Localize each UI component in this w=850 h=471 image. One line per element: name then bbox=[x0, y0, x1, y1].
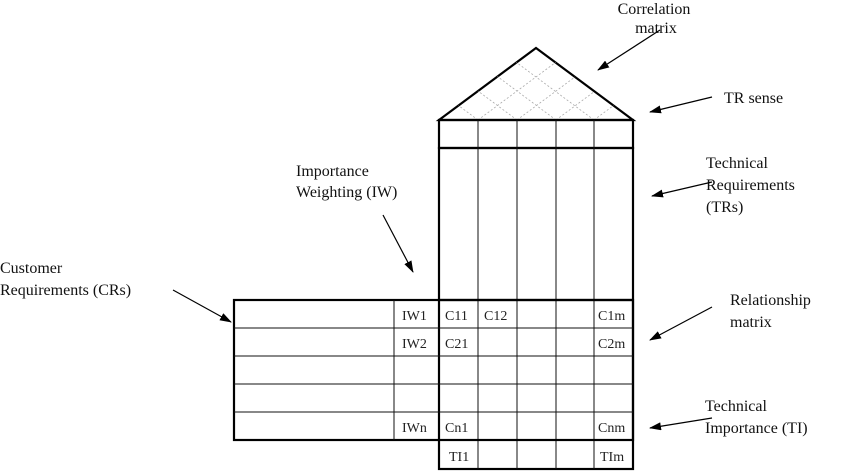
roof-grid-line bbox=[458, 105, 479, 121]
technical-importance-label: Technical Importance (TI) bbox=[705, 398, 808, 437]
tr-sense-label: TR sense bbox=[724, 90, 783, 107]
customer-requirements-arrow bbox=[172, 289, 232, 323]
technical-importance-arrow bbox=[649, 417, 713, 431]
correlation-matrix-label: Correlation matrix bbox=[618, 1, 695, 37]
importance-weighting-column: IW1 IW2 IWn bbox=[402, 309, 427, 436]
technical-requirements-arrow bbox=[651, 181, 713, 198]
ti-cell: TI1 bbox=[449, 450, 469, 465]
technical-requirements-label: Technical Requirements (TRs) bbox=[706, 155, 799, 216]
ti-cell: TIm bbox=[600, 450, 624, 465]
customer-requirements-label: Customer Requirements (CRs) bbox=[0, 260, 131, 299]
roof-grid-line bbox=[516, 62, 595, 121]
relationship-cell: C11 bbox=[445, 309, 468, 324]
relationship-matrix-cells: C11 C12 C1m C21 C2m Cn1 Cnm bbox=[445, 309, 625, 436]
customer-requirements-block bbox=[232, 298, 635, 442]
relationship-cell: C1m bbox=[598, 309, 625, 324]
roof-grid-line bbox=[516, 76, 576, 121]
relationship-cell: C12 bbox=[484, 309, 507, 324]
iw-cell: IW2 bbox=[402, 337, 427, 352]
relationship-cell: Cnm bbox=[598, 421, 625, 436]
relationship-matrix-arrow bbox=[649, 306, 713, 341]
roof-grid-line bbox=[477, 90, 518, 121]
correlation-arrow bbox=[597, 29, 661, 71]
relationship-cell: Cn1 bbox=[445, 421, 468, 436]
tr-sense-arrow bbox=[649, 96, 713, 114]
relationship-cell: C2m bbox=[598, 337, 625, 352]
iw-cell: IW1 bbox=[402, 309, 427, 324]
iw-cell: IWn bbox=[402, 421, 427, 436]
importance-weighting-label: Importance Weighting (IW) bbox=[296, 163, 397, 201]
importance-weighting-arrow bbox=[382, 214, 414, 273]
relationship-matrix-label: Relationship matrix bbox=[730, 292, 815, 331]
technical-importance-row: TI1 TIm bbox=[449, 450, 624, 465]
roof-grid-line bbox=[497, 76, 557, 121]
roof-grid-line bbox=[593, 105, 614, 121]
relationship-cell: C21 bbox=[445, 337, 468, 352]
correlation-matrix-roof bbox=[435, 46, 637, 122]
tr-sense-row bbox=[437, 118, 635, 150]
technical-requirements-area bbox=[437, 120, 635, 471]
